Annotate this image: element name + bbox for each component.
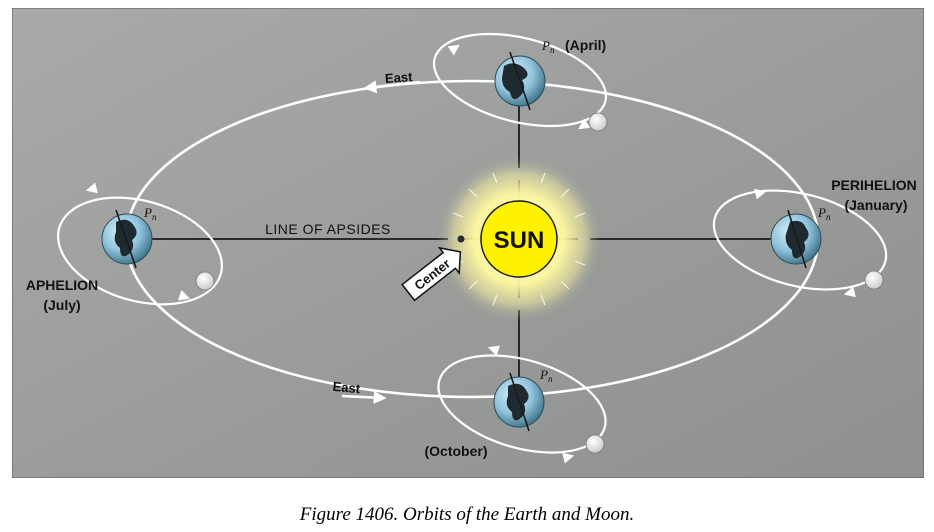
january-label: (January) [844, 197, 907, 213]
sun [480, 200, 558, 278]
east-label-bottom: East [332, 379, 361, 396]
earth-january-group: Pn PERIHELION (January) [712, 177, 917, 298]
pole-label-october: Pn [539, 367, 553, 384]
earth-october-group: Pn (October) [425, 345, 607, 464]
orbit-center-dot [457, 235, 465, 243]
aphelion-label: APHELION [26, 277, 98, 293]
earth-april-group: Pn (April) [432, 32, 608, 132]
pole-label-july: Pn [143, 205, 157, 222]
east-arrow-top [363, 80, 421, 94]
moon-orbit-january [712, 189, 888, 291]
earth-january-axis [787, 209, 807, 269]
july-label: (July) [43, 297, 80, 313]
earth-october-axis [509, 372, 530, 432]
pole-label-april: Pn [541, 38, 555, 55]
october-label: (October) [425, 443, 488, 459]
earth-april-land [502, 63, 528, 100]
moon-january [864, 270, 884, 290]
sun-label: SUN [494, 227, 545, 254]
east-label-top: East [384, 69, 413, 86]
moon-july [195, 271, 215, 291]
line-of-apsides-label: LINE OF APSIDES [265, 221, 391, 237]
figure-caption: Figure 1406. Orbits of the Earth and Moo… [299, 504, 635, 525]
earth-april-axis [509, 51, 531, 111]
earth-july-axis [115, 209, 137, 269]
moon-orbit-october [437, 354, 607, 454]
perihelion-label: PERIHELION [831, 177, 917, 193]
moon-orbit-july [56, 196, 224, 306]
april-label: (April) [565, 37, 606, 53]
pole-label-january: Pn [817, 205, 831, 222]
earth-july-group: Pn APHELION (July) [26, 182, 224, 313]
moon-october [585, 434, 605, 454]
orbit-diagram: SUN Center LINE OF APSIDES East East Pn … [12, 8, 924, 478]
moon-april [588, 112, 608, 132]
moon-orbit-april [432, 32, 608, 128]
center-pointer: Center [401, 246, 462, 302]
east-arrow-bottom [341, 391, 387, 404]
